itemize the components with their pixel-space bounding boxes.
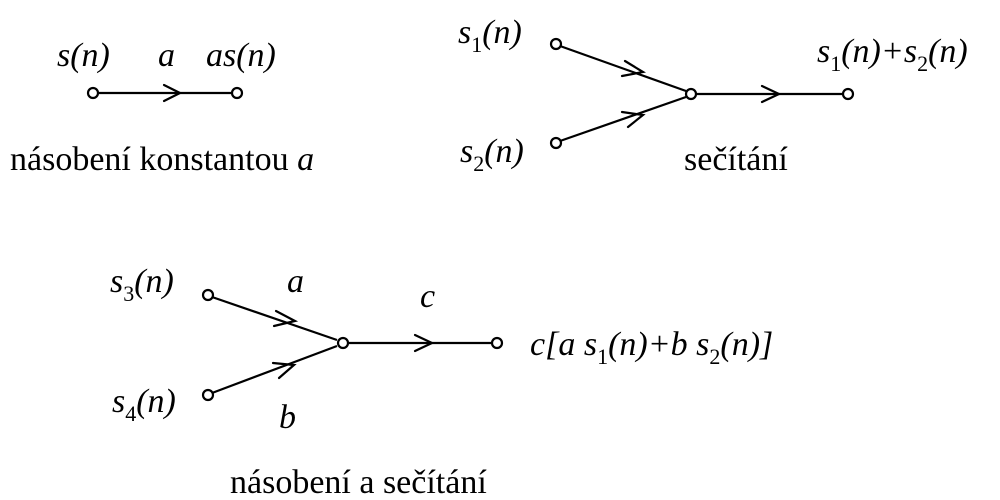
arrow-head [272,309,299,328]
input-signal-s4: s4(n) [112,383,176,426]
arrow-head [620,59,647,78]
input-node [549,136,563,150]
caption-text: násobení konstantou [10,141,297,178]
arrow-head [760,84,782,104]
gain-label-c: c [420,278,435,315]
input-node [201,388,215,402]
arrow-head [620,110,646,129]
caption-variable: a [297,141,314,178]
input-edge-2 [211,344,338,395]
addition-diagram: s1(n) s2(n) s1(n)+s2(n) sečítání [458,14,968,178]
arrow-head [162,83,183,103]
gain-label-b: b [279,399,296,436]
caption-multiply-add: násobení a sečítání [230,464,487,500]
multiplication-diagram: s(n) a as(n) násobení konstantou a [10,37,314,178]
input-signal-s3: s3(n) [110,263,174,306]
input-edge-2 [559,95,687,143]
input-node [201,288,215,302]
input-edge-1 [211,295,338,342]
input-signal-s1: s1(n) [458,14,522,57]
input-node [86,86,100,100]
gain-label: a [158,37,175,74]
input-signal-s2: s2(n) [460,133,524,176]
output-signal-label: as(n) [206,37,276,74]
arrow-head [271,361,297,380]
arrow-head [413,333,435,353]
output-signal-expression: c[a s1(n)+b s2(n)] [530,326,773,369]
caption-multiplication: násobení konstantou a [10,141,314,178]
multiply-add-diagram: s3(n) s4(n) a b c c[a s1(n)+b s2(n)] nás… [110,263,773,500]
gain-label-a: a [287,263,304,300]
output-signal-sum: s1(n)+s2(n) [817,33,968,76]
input-signal-label: s(n) [57,37,110,74]
output-node [230,86,244,100]
input-edge-1 [559,44,687,93]
sum-node [684,87,698,101]
caption-addition: sečítání [684,141,788,178]
input-node [549,37,563,51]
sum-node [336,336,350,350]
output-node [841,87,855,101]
output-node [490,336,504,350]
